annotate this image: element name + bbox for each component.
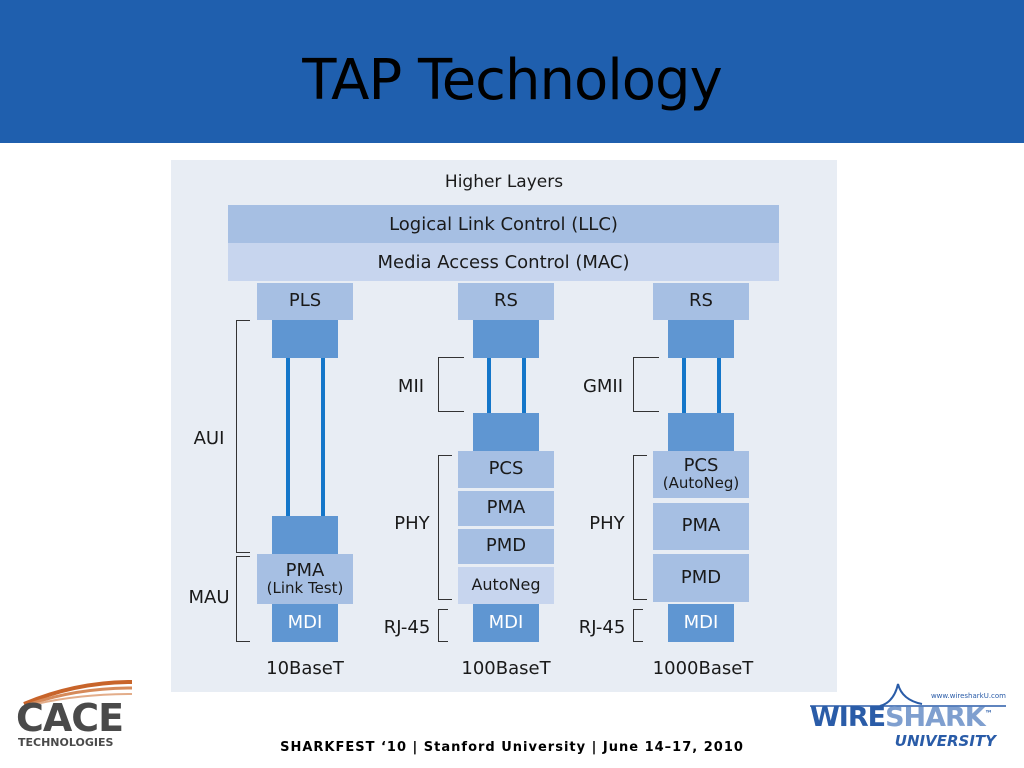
- mac-bar: Media Access Control (MAC): [228, 243, 779, 281]
- rs-connector-block-1000baset: [668, 320, 734, 358]
- rj45-label-1000baset: RJ-45: [578, 617, 626, 638]
- phy-connector-block-1000baset: [668, 413, 734, 451]
- rs-block-100baset: RS: [458, 283, 554, 320]
- shark-fin-icon: [810, 683, 1006, 707]
- gmii-bracket: [633, 357, 659, 412]
- llc-bar: Logical Link Control (LLC): [228, 205, 779, 243]
- wireshark-wordmark-wire: WIRE: [810, 702, 886, 733]
- mac-label: Media Access Control (MAC): [377, 251, 630, 273]
- phy-bracket-1000baset: [633, 455, 647, 600]
- column-name-100baset: 100BaseT: [461, 658, 551, 679]
- cace-logo: CACE TECHNOLOGIES: [16, 676, 136, 749]
- mau-connector-block: [272, 516, 338, 554]
- footer-event-info: SHARKFEST ‘10 | Stanford University | Ju…: [280, 740, 744, 755]
- cace-subtitle: TECHNOLOGIES: [18, 736, 114, 749]
- mii-wire-right: [522, 358, 526, 413]
- wireshark-wordmark: WIRESHARK™: [810, 702, 1006, 733]
- mdi-block-1000baset: MDI: [668, 604, 734, 642]
- pma-block-100baset: PMA: [458, 491, 554, 526]
- aui-wire-left: [286, 358, 290, 516]
- pmd-block-100baset: PMD: [458, 529, 554, 564]
- pcs-autoneg-block: PCS (AutoNeg): [653, 451, 749, 498]
- pls-block: PLS: [257, 283, 353, 320]
- column-name-1000baset: 1000BaseT: [652, 658, 754, 679]
- pls-connector-block: [272, 320, 338, 358]
- rs-label: RS: [494, 290, 518, 312]
- gmii-wire-right: [717, 358, 721, 413]
- pcs-label: PCS: [488, 458, 524, 480]
- mii-label: MII: [397, 376, 425, 397]
- rj45-label-100baset: RJ-45: [383, 617, 431, 638]
- title-banner: [0, 0, 1024, 143]
- rs-connector-block-100baset: [473, 320, 539, 358]
- mdi-block-100baset: MDI: [473, 604, 539, 642]
- pls-label: PLS: [288, 290, 322, 312]
- mdi-label: MDI: [488, 611, 524, 633]
- mdi-label: MDI: [683, 611, 719, 633]
- wireshark-url: www.wiresharkU.com: [930, 692, 1006, 700]
- pma-label: PMA: [681, 515, 721, 537]
- cace-wordmark: CACE: [16, 696, 124, 740]
- pma-block-1000baset: PMA: [653, 503, 749, 550]
- pma-label: PMA: [285, 559, 325, 581]
- pmd-label: PMD: [680, 566, 722, 588]
- higher-layers-label: Higher Layers: [444, 172, 564, 192]
- mdi-block-10baset: MDI: [272, 604, 338, 642]
- autoneg-label: AutoNeg: [471, 575, 541, 595]
- rj45-bracket-1000baset: [633, 609, 643, 642]
- llc-label: Logical Link Control (LLC): [389, 213, 618, 235]
- pcs-sub-label: (AutoNeg): [662, 474, 740, 493]
- pmd-block-1000baset: PMD: [653, 554, 749, 602]
- wireshark-university-logo: www.wiresharkU.com WIRESHARK™ UNIVERSITY: [810, 682, 1006, 750]
- phy-connector-block-100baset: [473, 413, 539, 451]
- column-name-10baset: 10BaseT: [266, 658, 344, 679]
- rj45-bracket-100baset: [438, 609, 448, 642]
- phy-label-100baset: PHY: [394, 513, 430, 534]
- mii-bracket: [438, 357, 464, 412]
- mdi-label: MDI: [287, 611, 323, 633]
- pma-link-test-block: PMA (Link Test): [257, 554, 353, 604]
- wireshark-university-label: UNIVERSITY: [894, 732, 996, 750]
- wireshark-trademark: ™: [984, 709, 993, 718]
- pma-label: PMA: [486, 497, 526, 519]
- slide-title: TAP Technology: [302, 48, 722, 113]
- rs-block-1000baset: RS: [653, 283, 749, 320]
- phy-label-1000baset: PHY: [589, 513, 625, 534]
- mii-wire-left: [487, 358, 491, 413]
- gmii-label: GMII: [582, 376, 624, 397]
- pma-sub-label: (Link Test): [266, 578, 344, 597]
- mau-label: MAU: [188, 587, 230, 608]
- pcs-label: PCS: [683, 455, 719, 477]
- aui-bracket: [236, 320, 250, 553]
- cace-swoosh-icon: [23, 680, 133, 706]
- gmii-wire-left: [682, 358, 686, 413]
- wireshark-wordmark-shark: SHARK: [885, 702, 986, 733]
- aui-wire-right: [321, 358, 325, 516]
- phy-bracket-100baset: [438, 455, 452, 600]
- pmd-label: PMD: [485, 535, 527, 557]
- aui-label: AUI: [193, 428, 225, 449]
- rs-label: RS: [689, 290, 713, 312]
- autoneg-block-100baset: AutoNeg: [458, 567, 554, 604]
- pcs-block-100baset: PCS: [458, 451, 554, 488]
- network-layer-diagram: Higher Layers Logical Link Control (LLC)…: [171, 160, 837, 692]
- mau-bracket: [236, 556, 250, 642]
